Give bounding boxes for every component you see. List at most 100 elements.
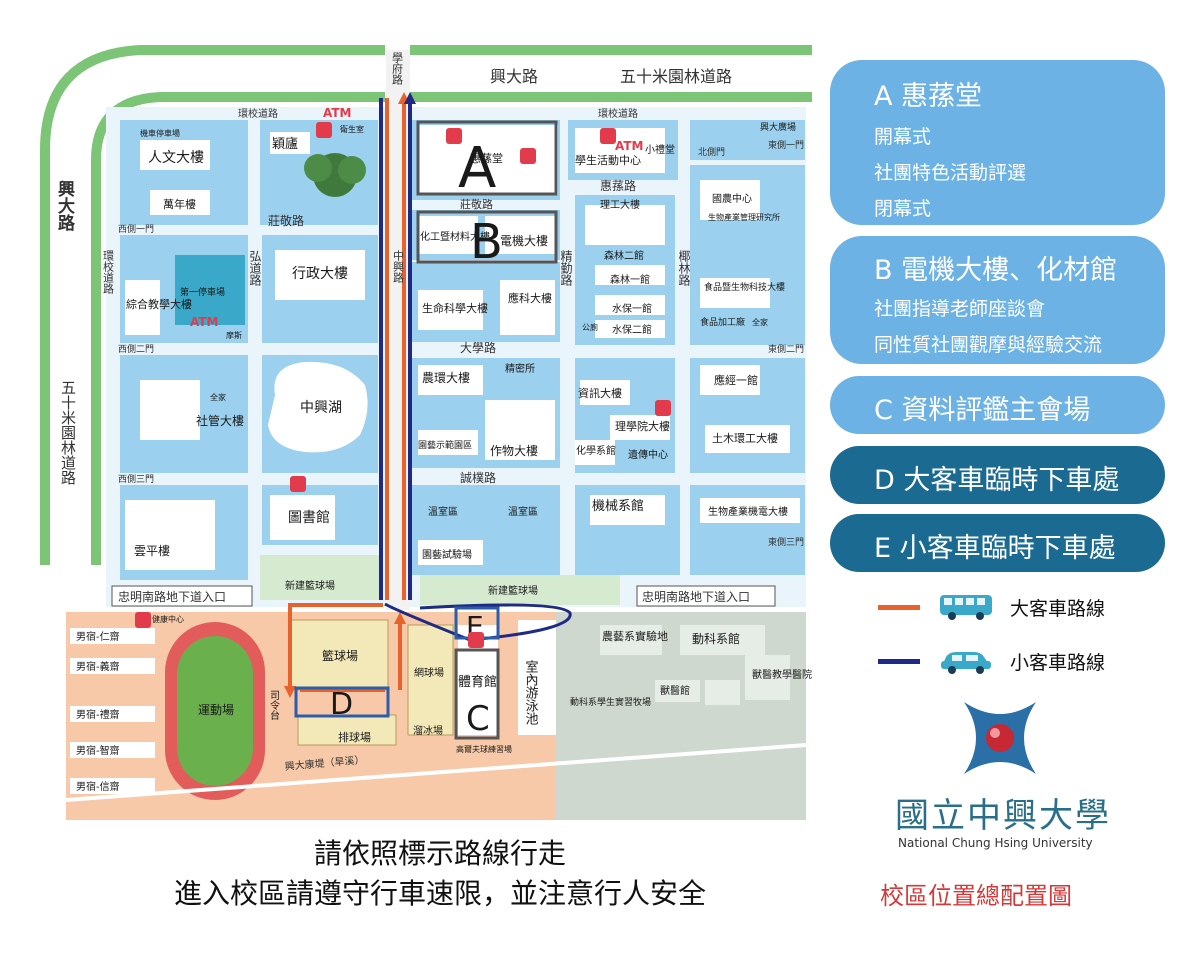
legend-a-line1: 開幕式 (874, 126, 932, 148)
label-dorm2: 男宿-義齋 (76, 660, 120, 673)
label-intl-center: 國農中心 (712, 192, 752, 205)
label-chem-dept: 化學系館 (576, 444, 616, 457)
label-quanjia1: 全家 (752, 317, 768, 327)
label-biotech-mgmt: 生物產業管理研究所 (708, 212, 780, 222)
label-moss: 摩斯 (226, 330, 242, 340)
label-lake: 中興湖 (300, 400, 342, 416)
road-zhuangjing: 莊敬路 (268, 213, 304, 228)
label-moto-parking: 機車停車場 (140, 128, 180, 138)
label-yinglu: 穎廬 (272, 136, 298, 152)
gate-west1: 西側一門 (118, 223, 154, 235)
label-crop: 作物大樓 (490, 443, 538, 458)
zhongxing-lake (268, 361, 368, 453)
route-legend-bus: 大客車路線 (878, 592, 1105, 622)
legend-a-line2: 社團特色活動評選 (874, 162, 1027, 184)
note-line-2: 進入校區請遵守行車速限，並注意行人安全 (173, 877, 706, 910)
label-basketball: 籃球場 (322, 648, 358, 663)
label-horti-field: 園藝試驗場 (422, 548, 472, 561)
label-tennis: 網球場 (414, 666, 444, 679)
label-comprehensive: 綜合教學大樓 (126, 297, 192, 311)
label-dorm3: 男宿-禮齋 (76, 708, 120, 721)
label-agri-env: 農環大樓 (422, 370, 470, 385)
label-science-college: 理學院大樓 (615, 419, 670, 433)
legend-b: B 電機大樓、化材館 社團指導老師座談會 同性質社團觀摩與經驗交流 (830, 236, 1165, 364)
label-science-bldg: 理工大樓 (600, 198, 640, 211)
label-greenhouse1: 溫室區 (428, 505, 458, 518)
label-greenhouse2: 溫室區 (508, 505, 538, 518)
label-atm2: ATM (615, 139, 643, 153)
bus-route-label: 大客車路線 (1010, 597, 1106, 620)
road-top-right: 五十米園林道路 (620, 67, 732, 86)
label-yunping: 雲平樓 (134, 543, 170, 558)
legend-c: C 資料評鑑主會場 (830, 376, 1165, 434)
label-stage: 司令台 (268, 690, 280, 721)
label-gym: 體育館 (458, 674, 497, 690)
label-genetic: 遺傳中心 (628, 448, 668, 461)
aed-icon (135, 122, 671, 648)
gate-east2: 東側二門 (768, 343, 804, 355)
label-senlin1: 森林一館 (610, 273, 650, 286)
gate-west2: 西側二門 (118, 343, 154, 355)
label-wanning: 萬年樓 (163, 197, 196, 211)
gate-east3: 東側三門 (768, 536, 804, 548)
marker-d: D (330, 687, 353, 722)
label-admin: 行政大樓 (292, 266, 348, 282)
road-zhongxing: 中興路 (392, 250, 405, 284)
legend-a-line3: 閉幕式 (874, 198, 932, 220)
label-info: 資訊大樓 (578, 386, 622, 400)
label-huici-hall: 惠蓀堂 (470, 151, 503, 165)
label-quanjia2: 全家 (210, 392, 226, 402)
marker-b: B (470, 214, 503, 270)
label-library: 圖書館 (288, 509, 330, 526)
road-top-main: 興大路 (490, 67, 538, 86)
label-stadium: 運動場 (198, 703, 234, 717)
gate-west3: 西側三門 (118, 473, 154, 485)
label-life-sci: 生命科學大樓 (422, 301, 488, 315)
label-elec-eng: 電機大樓 (500, 233, 548, 248)
label-vet-hall: 獸醫館 (660, 684, 690, 697)
label-animal-farm: 動科系學生實習牧場 (570, 696, 651, 708)
label-health-center: 健康中心 (152, 614, 184, 624)
label-golf: 高爾夫球練習場 (456, 744, 512, 754)
road-ring-top-left: 環校道路 (238, 107, 278, 120)
legend-d: D 大客車臨時下車處 (830, 446, 1165, 504)
label-precision: 精密所 (505, 362, 535, 375)
campus-map: A B C D E 興大路 五十米園林道路 興大路 五十米園林道路 環校道路 環… (40, 45, 812, 820)
levee (65, 743, 807, 802)
label-student-center: 學生活動中心 (575, 153, 641, 167)
label-water1: 水保一館 (612, 302, 652, 315)
road-hongdao: 弘道路 (248, 250, 262, 287)
road-yelin: 椰林路 (677, 249, 691, 287)
label-food-factory: 食品加工廠 (700, 316, 745, 328)
marker-a-box (416, 120, 558, 196)
marker-c-box (454, 648, 500, 740)
label-new-basketball2: 新建籃球場 (488, 584, 538, 597)
legend-b-title: B 電機大樓、化材館 (874, 255, 1118, 286)
bus-route-west (288, 603, 383, 690)
label-dorm5: 男宿-信齋 (76, 780, 120, 793)
label-dorm4: 男宿-智齋 (76, 744, 120, 757)
university-name-zh: 國立中興大學 (895, 796, 1111, 836)
map-caption: 校區位置總配置圖 (880, 882, 1072, 910)
note-line-1: 請依照標示路線行走 (313, 837, 566, 870)
bus-route-swatch (878, 604, 920, 610)
road-huici: 惠蓀路 (600, 178, 636, 193)
legend-c-title: C 資料評鑑主會場 (874, 395, 1091, 426)
label-mech: 機械系館 (592, 499, 644, 514)
xuefu-road (386, 50, 410, 610)
label-atm1: ATM (323, 106, 351, 120)
label-pool: 室內游泳池 (523, 659, 539, 725)
underpass-left: 忠明南路地下道入口 (118, 589, 226, 604)
road-left-side: 五十米園林道路 (59, 380, 77, 485)
road-daxue: 大學路 (460, 340, 496, 355)
label-agri-exp: 農藝系實驗地 (602, 629, 668, 643)
outer-green-road (40, 45, 385, 565)
route-legend-car: 小客車路線 (878, 646, 1105, 676)
label-social-mgmt: 社管大樓 (196, 413, 244, 428)
label-atm3: ATM (190, 315, 218, 329)
university-logo-icon (964, 702, 1036, 774)
label-humanities: 人文大樓 (148, 150, 204, 166)
marker-a: A (458, 136, 496, 201)
label-parking1: 第一停車場 (180, 286, 225, 298)
marker-b-box (416, 210, 558, 264)
